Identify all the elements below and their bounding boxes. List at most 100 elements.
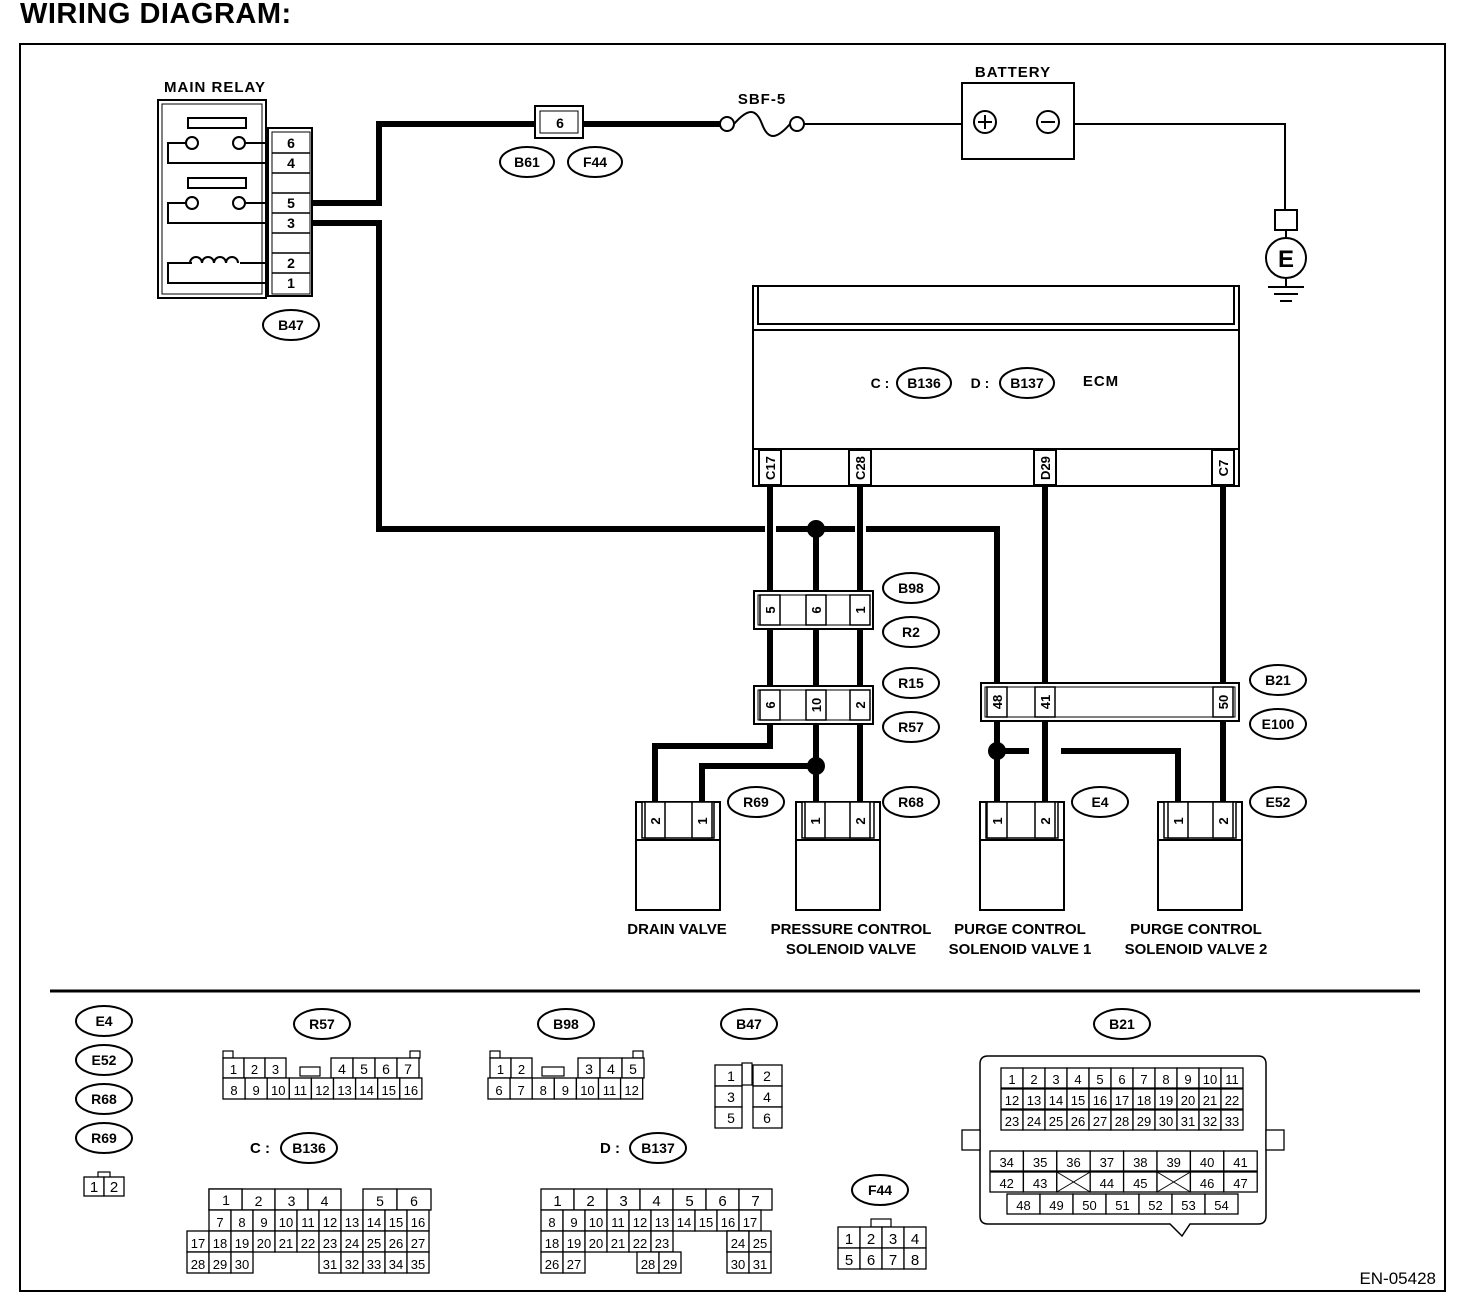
legend-pin-10: 10 bbox=[1203, 1072, 1217, 1087]
legend-pin-31: 31 bbox=[753, 1257, 767, 1272]
legend-pin-49: 49 bbox=[1049, 1198, 1063, 1213]
legend-pin-29: 29 bbox=[213, 1257, 227, 1272]
legend-pin-27: 27 bbox=[1093, 1114, 1107, 1129]
legend-pin-3: 3 bbox=[619, 1193, 627, 1210]
legend-pin-39: 39 bbox=[1166, 1155, 1180, 1170]
legend-b47-label: B47 bbox=[736, 1016, 762, 1032]
legend-pin-21: 21 bbox=[1203, 1093, 1217, 1108]
legend-pin-27: 27 bbox=[411, 1236, 425, 1251]
ecm-c-conn: B136 bbox=[907, 375, 941, 391]
legend-pin-22: 22 bbox=[301, 1236, 315, 1251]
sbf5-label: SBF-5 bbox=[738, 91, 786, 108]
joint-r57-oval bbox=[882, 711, 940, 743]
legend-pin-14: 14 bbox=[359, 1083, 373, 1098]
legend-pin-1: 1 bbox=[90, 1179, 98, 1196]
fuse-pin: 6 bbox=[556, 115, 564, 131]
legend-pin-7: 7 bbox=[518, 1083, 525, 1098]
legend-e4-label: E4 bbox=[95, 1013, 112, 1029]
legend-pin-47: 47 bbox=[1233, 1176, 1247, 1191]
legend-pin-31: 31 bbox=[323, 1257, 337, 1272]
legend-pin-4: 4 bbox=[338, 1061, 346, 1077]
legend-pin-12: 12 bbox=[633, 1215, 647, 1230]
component-pin-1: 1 bbox=[695, 817, 710, 824]
legend-pin-8: 8 bbox=[238, 1215, 245, 1230]
component-name: DRAIN VALVE bbox=[627, 921, 726, 938]
legend-pin-30: 30 bbox=[235, 1257, 249, 1272]
legend-pin-4: 4 bbox=[652, 1193, 660, 1210]
joint-r2-oval bbox=[882, 616, 940, 648]
component-r68-label: R68 bbox=[898, 794, 924, 810]
legend-pin-5: 5 bbox=[845, 1252, 853, 1269]
ground-label: E bbox=[1278, 246, 1294, 273]
legend-pin-25: 25 bbox=[367, 1236, 381, 1251]
legend-e4-oval bbox=[75, 1005, 133, 1037]
legend-pin-10: 10 bbox=[271, 1083, 285, 1098]
legend-pin-25: 25 bbox=[753, 1236, 767, 1251]
legend-pin-9: 9 bbox=[253, 1083, 260, 1098]
legend-pin-2: 2 bbox=[586, 1193, 594, 1210]
legend-pin-4: 4 bbox=[1074, 1072, 1081, 1087]
legend-pin-13: 13 bbox=[345, 1215, 359, 1230]
joint-pin-2: 2 bbox=[853, 701, 868, 708]
junction-dot bbox=[988, 742, 1006, 760]
legend-pin-2: 2 bbox=[867, 1231, 875, 1248]
junction-dot bbox=[807, 757, 825, 775]
legend-pin-34: 34 bbox=[999, 1155, 1013, 1170]
legend-pin-16: 16 bbox=[1093, 1093, 1107, 1108]
legend-pin-30: 30 bbox=[731, 1257, 745, 1272]
component-e52-label: E52 bbox=[1266, 794, 1291, 810]
legend-r68-label: R68 bbox=[91, 1091, 117, 1107]
component-r69-oval bbox=[727, 786, 785, 818]
legend-pin-24: 24 bbox=[345, 1236, 359, 1251]
joint-r57-label: R57 bbox=[898, 719, 924, 735]
legend-pin-10: 10 bbox=[580, 1083, 594, 1098]
legend-b136-label: B136 bbox=[292, 1140, 326, 1156]
legend-pin-54: 54 bbox=[1214, 1198, 1228, 1213]
legend-pin-18: 18 bbox=[1137, 1093, 1151, 1108]
legend-b47-pin-5: 5 bbox=[727, 1110, 735, 1126]
joint-e100-label: E100 bbox=[1262, 716, 1295, 732]
joint-e100-oval bbox=[1249, 708, 1307, 740]
legend-pin-2: 2 bbox=[110, 1179, 118, 1196]
component-r68-oval bbox=[882, 786, 940, 818]
legend-pin-15: 15 bbox=[382, 1083, 396, 1098]
legend-pin-4: 4 bbox=[911, 1231, 919, 1248]
legend-b137-label: B137 bbox=[641, 1140, 675, 1156]
legend-b98-oval bbox=[537, 1008, 595, 1040]
relay-pin-2: 2 bbox=[287, 255, 295, 271]
legend-pin-6: 6 bbox=[382, 1061, 390, 1077]
legend-pin-3: 3 bbox=[889, 1231, 897, 1248]
legend-pin-43: 43 bbox=[1033, 1176, 1047, 1191]
legend-pin-6: 6 bbox=[867, 1252, 875, 1269]
legend-pin-2: 2 bbox=[255, 1193, 263, 1209]
joint-pin-48: 48 bbox=[990, 695, 1005, 709]
legend-pin-51: 51 bbox=[1115, 1198, 1129, 1213]
ecm-d-prefix: D : bbox=[971, 375, 990, 391]
legend-pin-8: 8 bbox=[230, 1083, 237, 1098]
legend-pin-44: 44 bbox=[1100, 1176, 1114, 1191]
legend-pin-7: 7 bbox=[216, 1215, 223, 1230]
joint-pin-6: 6 bbox=[809, 606, 824, 613]
ecm-pin-D29: D29 bbox=[1038, 456, 1053, 480]
sbf5-fuse: SBF-5 bbox=[719, 91, 805, 137]
legend-pin-6: 6 bbox=[1118, 1072, 1125, 1087]
legend-pin-3: 3 bbox=[288, 1193, 296, 1209]
legend-pin-23: 23 bbox=[655, 1236, 669, 1251]
legend-pin-8: 8 bbox=[911, 1252, 919, 1269]
legend-pin-13: 13 bbox=[337, 1083, 351, 1098]
legend-pin-52: 52 bbox=[1148, 1198, 1162, 1213]
legend-e52-oval bbox=[75, 1044, 133, 1076]
component-e52-oval bbox=[1249, 786, 1307, 818]
legend-pin-8: 8 bbox=[548, 1215, 555, 1230]
legend-pin-19: 19 bbox=[567, 1236, 581, 1251]
legend-pin-6: 6 bbox=[410, 1193, 418, 1209]
legend-b47-pin-2: 2 bbox=[763, 1068, 771, 1084]
component-pin-1: 1 bbox=[990, 817, 1005, 824]
